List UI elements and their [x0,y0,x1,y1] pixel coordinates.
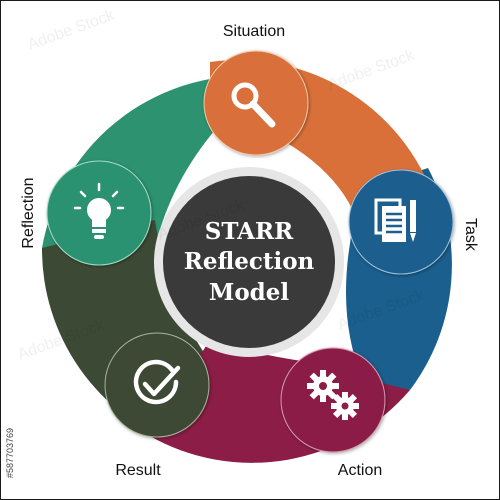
document-pencil-icon [374,198,416,242]
checkmark-icon [133,359,181,405]
stage-node-task [348,169,454,275]
watermark-logo-1: Adobe Stock [26,6,118,53]
stage-label-result: Result [115,462,161,479]
stage-node-circle-result [104,332,210,438]
watermark-logo-2: Adobe Stock [326,46,418,93]
stage-label-situation: Situation [223,23,285,40]
magnifier-icon [231,82,276,128]
center-title-line-2: Reflection [184,248,315,275]
center-title-line-1: STARR [205,218,294,245]
center-hub-disc [163,176,335,348]
stage-node-action [280,347,386,453]
stage-label-action: Action [338,462,382,479]
gears-icon [307,370,359,420]
stage-node-circle-action [280,347,386,453]
stock-id: #587703769 [5,428,15,478]
stage-label-task: Task [462,218,479,252]
stage-node-result [104,332,210,438]
center-title-line-3: Model [209,279,290,306]
stage-label-reflection: Reflection [20,177,37,248]
lightbulb-icon [73,182,125,239]
stage-node-situation [203,50,309,156]
stage-node-reflection [46,160,152,266]
center-hub: STARR Reflection Model [154,167,344,357]
